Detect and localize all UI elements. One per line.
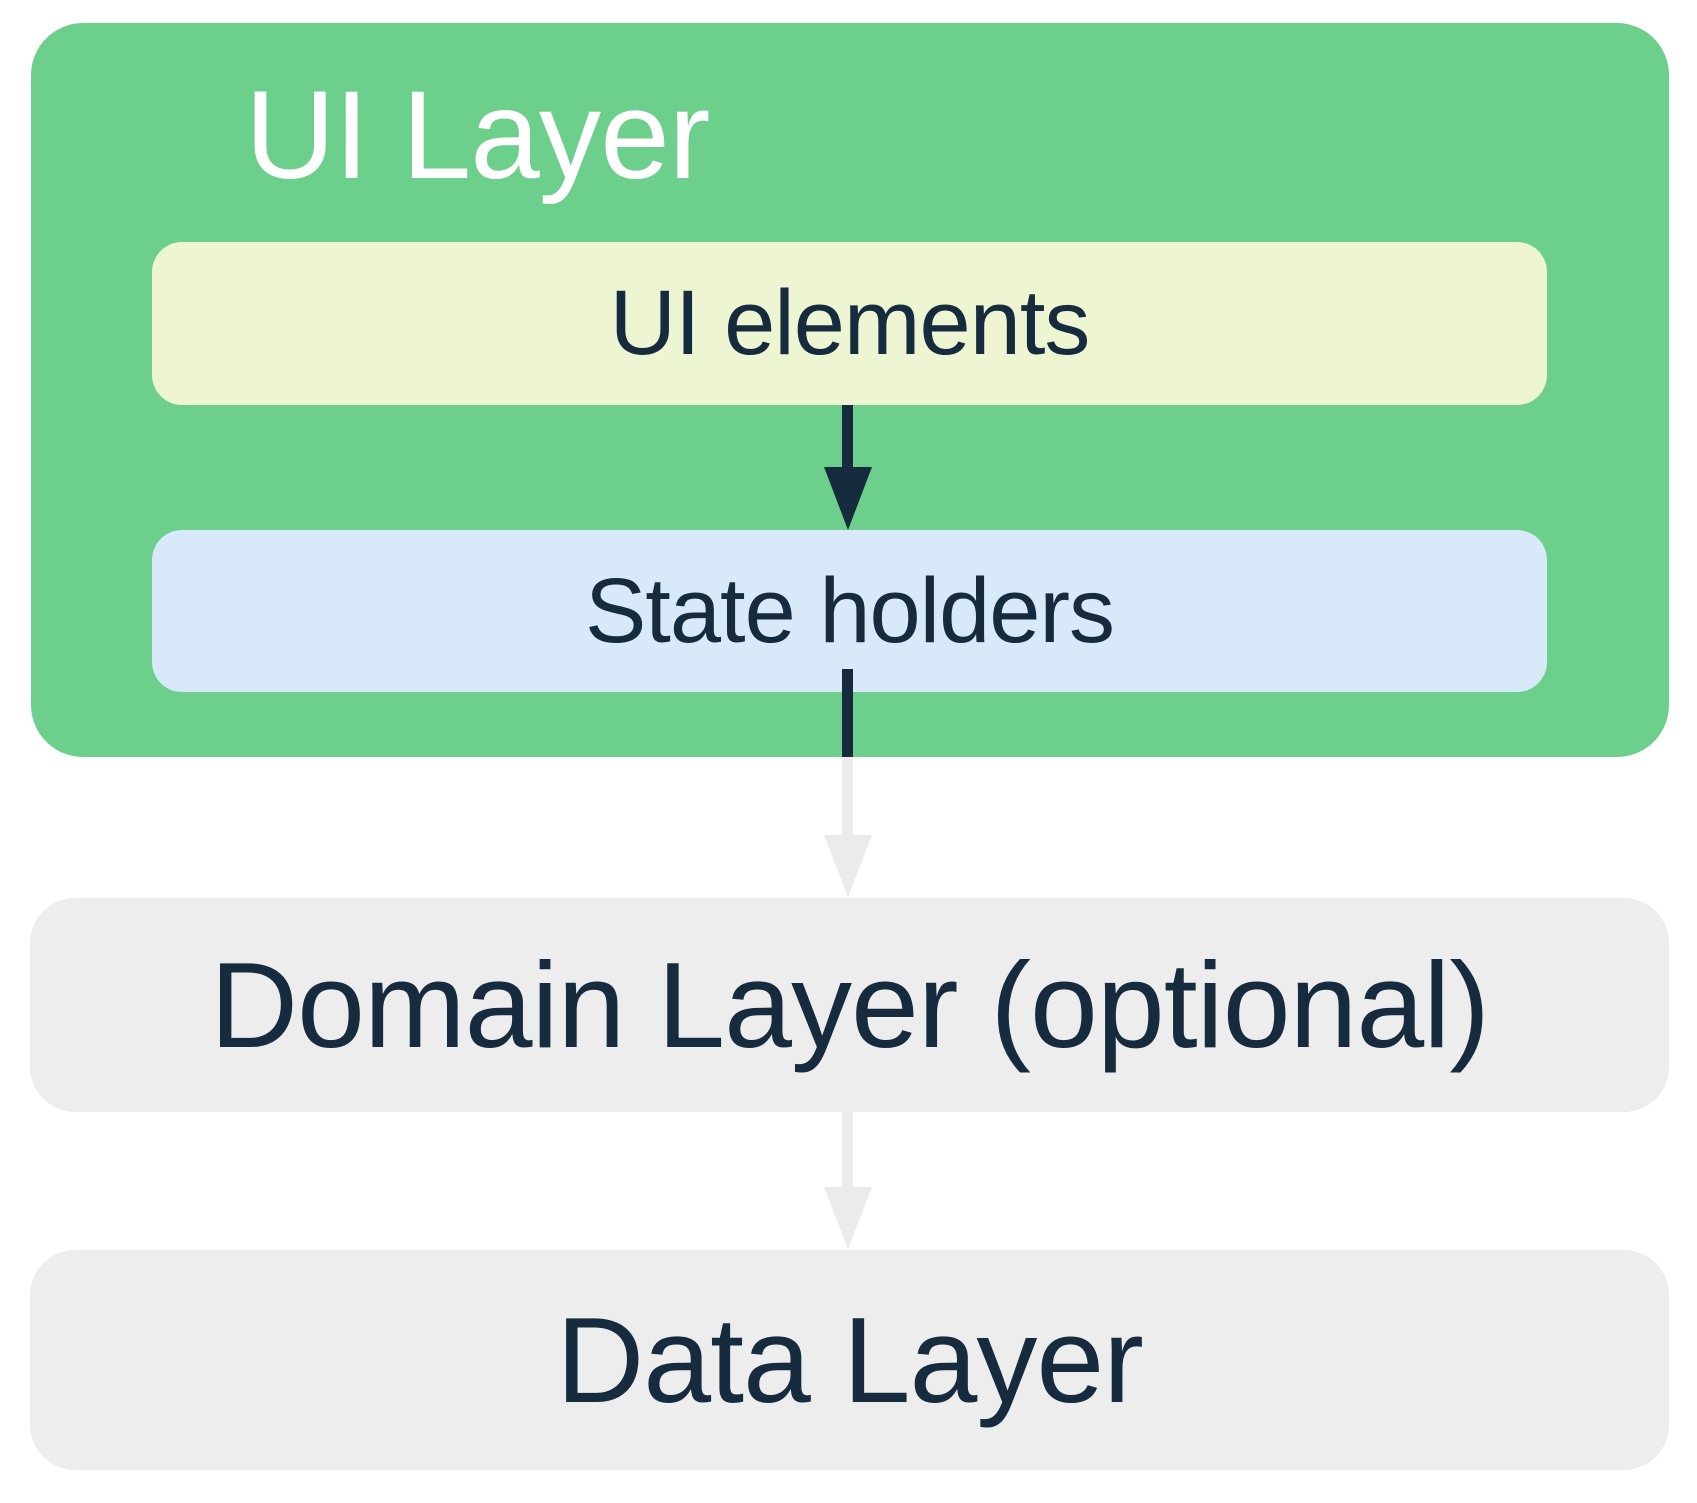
state-holders-box: State holders xyxy=(152,530,1547,692)
ui-elements-box: UI elements xyxy=(152,242,1547,405)
ui-elements-label: UI elements xyxy=(609,272,1091,374)
state-holders-label: State holders xyxy=(584,559,1115,662)
arrow-head-icon xyxy=(824,1187,872,1249)
ui-layer-container: UI Layer UI elements State holders xyxy=(31,23,1669,757)
domain-layer-label: Domain Layer (optional) xyxy=(210,937,1490,1073)
arrow-stem-dark-segment xyxy=(842,669,853,757)
data-layer-label: Data Layer xyxy=(556,1292,1144,1428)
domain-layer-box: Domain Layer (optional) xyxy=(30,898,1669,1112)
arrow-stem xyxy=(842,405,853,469)
arrow-stem-gray-segment xyxy=(842,757,853,837)
arrow-head-icon xyxy=(824,835,872,897)
arrow-head-icon xyxy=(824,467,872,530)
data-layer-box: Data Layer xyxy=(30,1250,1669,1470)
ui-layer-title: UI Layer xyxy=(245,66,710,205)
arrow-stem xyxy=(842,1112,853,1189)
